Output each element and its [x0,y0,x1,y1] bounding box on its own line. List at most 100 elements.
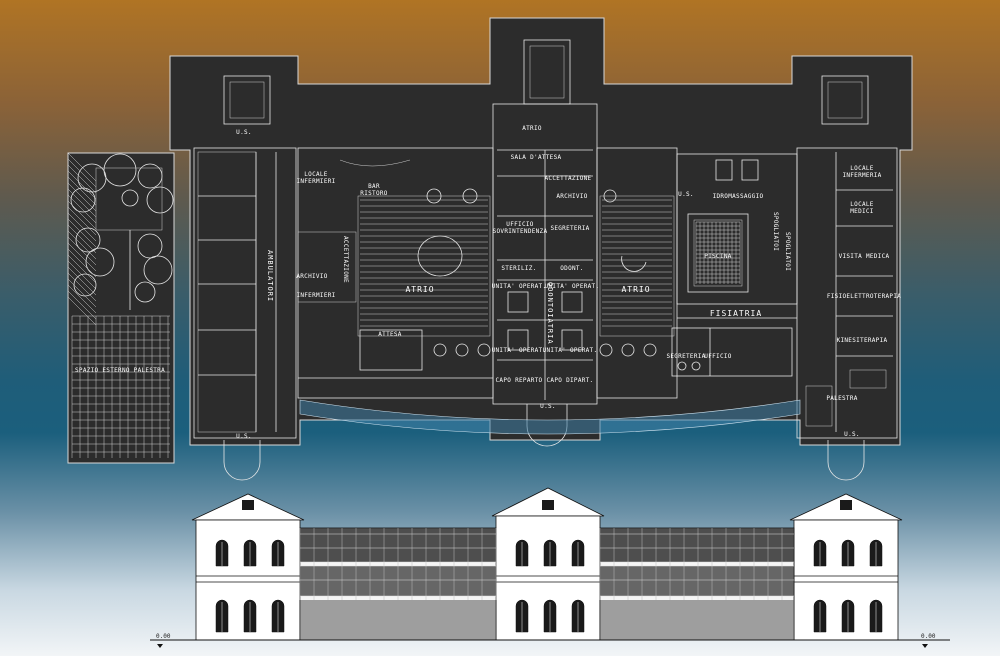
label-palestra: PALESTRA [826,395,857,402]
label-fisioelettroterapia: FISIOELETTROTERAPIA [827,293,901,300]
hatch-line [67,200,97,230]
label-unita-operat-2: UNITA' OPERAT. [545,283,600,290]
label-sala-attesa: SALA D'ATTESA [511,154,562,161]
label-ristoro: RISTORO [360,190,387,197]
label-idromassaggio: IDROMASSAGGIO [713,193,764,200]
hatch-line [67,194,97,224]
label-odont-small: ODONT. [560,265,583,272]
label-ambulatori: AMBULATORI [266,250,274,302]
left-wing [193,147,297,439]
label-archivio-center: ARCHIVIO [556,193,587,200]
label-unita-operat-1: UNITA' OPERAT. [492,283,547,290]
label-us-1: U.S. [236,129,252,136]
label-locale-medici-2: MEDICI [850,208,874,215]
hatch-line [67,296,97,326]
label-archivio-left: ARCHIVIO [296,273,327,280]
hatch-line [67,212,97,242]
hatch-line [67,230,97,260]
level-left: 0.00 [156,633,171,640]
label-kinesiterapia: KINESITERAPIA [837,337,888,344]
label-us-2: U.S. [540,403,556,410]
label-capo-reparto: CAPO REPARTO [496,377,543,384]
hatch-grid-terrace [67,152,97,326]
label-sovrintendenza: SOVRINTENDENZA [493,228,548,235]
level-markers: 0.00 0.00 [156,633,936,648]
label-atrio-left: ATRIO [405,285,434,294]
left-apse [223,440,261,481]
level-right: 0.00 [921,633,936,640]
hatch-grid-garden [71,315,170,458]
label-locale-infermeria: LOCALE [850,165,874,172]
right-atrium-lines [602,199,672,327]
label-unita-operat-3: UNITA' OPERAT. [492,347,547,354]
hatch-line [67,152,97,182]
hatch-line [67,260,97,290]
gable-window [542,500,554,510]
hatch-line [67,266,97,296]
label-ufficio: UFFICIO [506,221,533,228]
gable-window [840,500,852,510]
label-locale-infermieri: LOCALE [304,171,328,178]
hatch-line [67,206,97,236]
label-locale-medici: LOCALE [850,201,874,208]
label-accettazione-left: ACCETTAZIONE [342,236,349,283]
hatch-line [67,272,97,302]
hatch-line [67,176,97,206]
label-us-4: U.S. [844,431,860,438]
glass-facade [299,399,801,435]
label-capo-dipart: CAPO DIPART. [547,377,594,384]
hatch-line [67,188,97,218]
plan-outline [169,17,913,446]
floor-plan: ATRIO SALA D'ATTESA ACCETTAZIONE ARCHIVI… [67,17,913,481]
hatch-line [67,236,97,266]
right-wing [796,147,898,439]
hatch-line [67,248,97,278]
gable-window [242,500,254,510]
hatch-line [67,290,97,320]
hatch-line [67,218,97,248]
label-spogliatoi-2: SPOGLIATOI [784,232,791,271]
label-unita-operat-4: UNITA' OPERAT. [543,347,598,354]
label-us-5: U.S. [678,191,694,198]
left-atrium-lines [360,199,488,327]
label-segreteria-right: SEGRETERIA [666,353,705,360]
hatch-line [67,224,97,254]
hatch-line [67,170,97,200]
label-odontoiatria: ODONTOIATRIA [546,282,554,345]
label-attesa: ATTESA [378,331,402,338]
hatch-line [67,242,97,272]
hatch-line [67,284,97,314]
connector-right [599,527,795,641]
label-locale-infermieri-2: INFERMIERI [296,178,335,185]
hatch-line [67,158,97,188]
label-spazio-esterno: SPAZIO ESTERNO PALESTRA [75,367,165,374]
right-apse [827,440,865,481]
label-bar: BAR [368,183,380,190]
label-spogliatoi-1: SPOGLIATOI [772,212,779,251]
label-locale-infermieri-b: INFERMIERI [296,292,335,299]
mullions [299,528,794,600]
label-atrio-right: ATRIO [621,285,650,294]
windows [215,500,883,633]
label-visita-medica: VISITA MEDICA [839,253,890,260]
label-us-3: U.S. [236,433,252,440]
label-locale-infermeria-2: INFERMERIA [842,172,881,179]
label-fisiatria: FISIATRIA [710,309,762,318]
label-accettazione-center: ACCETTAZIONE [545,175,592,182]
hatch-line [67,164,97,194]
label-atrio-center: ATRIO [522,125,542,132]
label-segreteria-center: SEGRETERIA [550,225,589,232]
pool-hatch [695,221,741,284]
label-piscina: PISCINA [704,253,731,260]
label-steriliz: STERILIZ. [501,265,536,272]
garden-block [67,152,175,464]
elevation: 0.00 0.00 [150,487,950,648]
label-ufficio-right: UFFICIO [704,353,731,360]
hatch-line [67,254,97,284]
hatch-line [67,182,97,212]
room-labels: ATRIO SALA D'ATTESA ACCETTAZIONE ARCHIVI… [75,125,901,440]
hatch-line [67,278,97,308]
fisiatria-block [671,153,798,377]
